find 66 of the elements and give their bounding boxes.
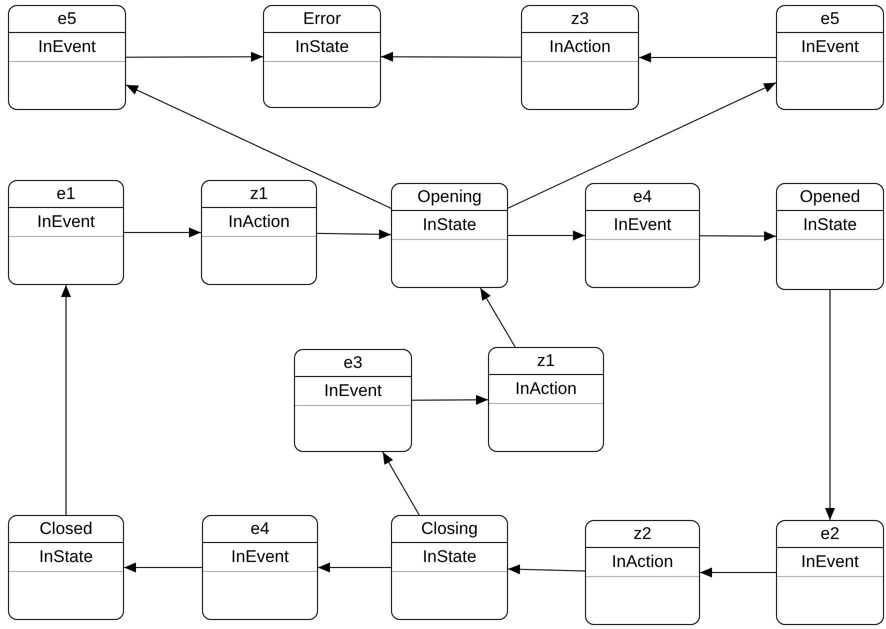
box-title: Closing bbox=[392, 516, 507, 543]
arrow bbox=[508, 82, 776, 209]
box-title: z2 bbox=[586, 521, 699, 548]
box-title: e5 bbox=[9, 6, 125, 33]
arrow bbox=[124, 228, 202, 238]
box-type: InAction bbox=[489, 375, 603, 404]
box-type: InState bbox=[777, 211, 883, 240]
box-type: InState bbox=[392, 543, 507, 572]
arrow bbox=[318, 562, 392, 572]
box-title: z1 bbox=[489, 348, 603, 375]
box-type: InEvent bbox=[9, 33, 125, 62]
box-title: Closed bbox=[9, 516, 123, 543]
box-type: InEvent bbox=[777, 548, 883, 577]
state-box bbox=[391, 183, 508, 288]
box-type: InAction bbox=[522, 33, 638, 62]
arrow bbox=[316, 229, 392, 240]
box-type: InState bbox=[392, 211, 507, 240]
arrow bbox=[825, 290, 835, 520]
state-box bbox=[521, 5, 639, 110]
state-box bbox=[776, 5, 884, 110]
state-box bbox=[585, 520, 700, 625]
box-title: e4 bbox=[586, 184, 699, 211]
state-box bbox=[263, 5, 381, 108]
arrow bbox=[382, 452, 420, 516]
arrow bbox=[700, 568, 776, 578]
box-type: InEvent bbox=[586, 211, 699, 240]
arrow bbox=[638, 52, 776, 62]
box-type: InEvent bbox=[9, 208, 123, 237]
arrow bbox=[508, 230, 586, 240]
arrow bbox=[380, 52, 522, 62]
arrow bbox=[126, 52, 264, 62]
state-box bbox=[776, 520, 884, 625]
box-title: Error bbox=[264, 6, 380, 33]
arrow bbox=[412, 394, 488, 405]
box-type: InState bbox=[9, 543, 123, 572]
box-type: InEvent bbox=[203, 543, 317, 572]
box-title: e4 bbox=[203, 516, 317, 543]
state-box bbox=[294, 349, 412, 452]
box-title: e5 bbox=[777, 6, 883, 33]
arrow bbox=[61, 284, 71, 516]
state-box bbox=[585, 183, 700, 288]
arrow bbox=[126, 84, 392, 209]
box-title: e2 bbox=[777, 521, 883, 548]
state-box bbox=[201, 180, 317, 285]
box-type: InEvent bbox=[777, 33, 883, 62]
box-title: Opened bbox=[777, 184, 883, 211]
box-type: InAction bbox=[586, 548, 699, 577]
box-title: e3 bbox=[295, 350, 411, 377]
state-box bbox=[391, 515, 508, 620]
arrow bbox=[480, 288, 516, 348]
arrow bbox=[124, 562, 202, 572]
state-box bbox=[488, 347, 604, 452]
state-box bbox=[776, 183, 884, 290]
box-title: z3 bbox=[522, 6, 638, 33]
state-box bbox=[202, 515, 318, 620]
box-type: InEvent bbox=[295, 377, 411, 406]
arrow bbox=[700, 231, 776, 242]
box-title: z1 bbox=[202, 181, 316, 208]
box-title: e1 bbox=[9, 181, 123, 208]
state-box bbox=[8, 5, 126, 110]
box-title: Opening bbox=[392, 184, 507, 211]
arrow bbox=[508, 564, 586, 574]
box-type: InState bbox=[264, 33, 380, 62]
box-type: InAction bbox=[202, 208, 316, 237]
state-box bbox=[8, 515, 124, 620]
state-box bbox=[8, 180, 124, 285]
